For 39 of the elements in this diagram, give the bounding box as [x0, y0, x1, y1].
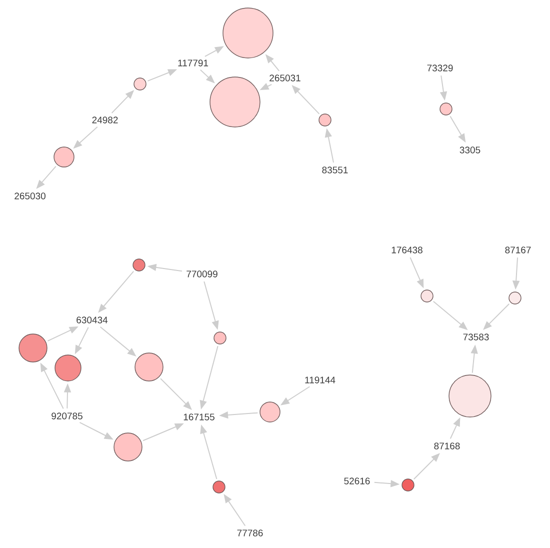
circle-node	[214, 332, 226, 344]
circle-node	[132, 258, 146, 272]
node-label: 920785	[52, 412, 82, 420]
node-label: 265030	[14, 192, 46, 200]
node-label: 167155	[184, 414, 214, 420]
arrow	[413, 453, 440, 480]
node-label: 119144	[305, 376, 336, 384]
circle-node	[402, 478, 414, 492]
node-label: 630434	[76, 316, 108, 324]
circle-node	[222, 8, 274, 58]
node-label: 87167	[505, 246, 531, 254]
circle-node	[210, 76, 260, 128]
circle-node	[54, 354, 82, 382]
circle-node	[508, 292, 522, 304]
node-label: 3305	[460, 146, 480, 154]
circle-node	[440, 102, 452, 116]
circle-node	[114, 432, 142, 462]
circle-node	[134, 352, 164, 382]
node-label: 24982	[92, 116, 118, 124]
node-label: 87168	[434, 442, 460, 450]
node-label: 117791	[178, 60, 208, 66]
circle-node	[18, 334, 48, 362]
node-label: 52616	[344, 478, 370, 484]
circle-node	[420, 290, 434, 302]
arrow	[160, 378, 192, 410]
node-label: 77786	[237, 530, 263, 536]
circle-node	[318, 114, 332, 126]
circle-node	[260, 402, 280, 422]
circle-node	[54, 146, 74, 168]
node-label: 265031	[270, 74, 300, 82]
node-label: 73583	[463, 334, 489, 340]
circle-node	[134, 78, 146, 90]
node-label: 176438	[392, 246, 422, 254]
node-label: 73329	[427, 64, 453, 72]
node-label: 770099	[186, 270, 218, 278]
node-label: 83551	[322, 166, 348, 174]
circle-node	[212, 480, 226, 494]
circle-node	[448, 374, 492, 418]
arrow	[483, 303, 510, 330]
